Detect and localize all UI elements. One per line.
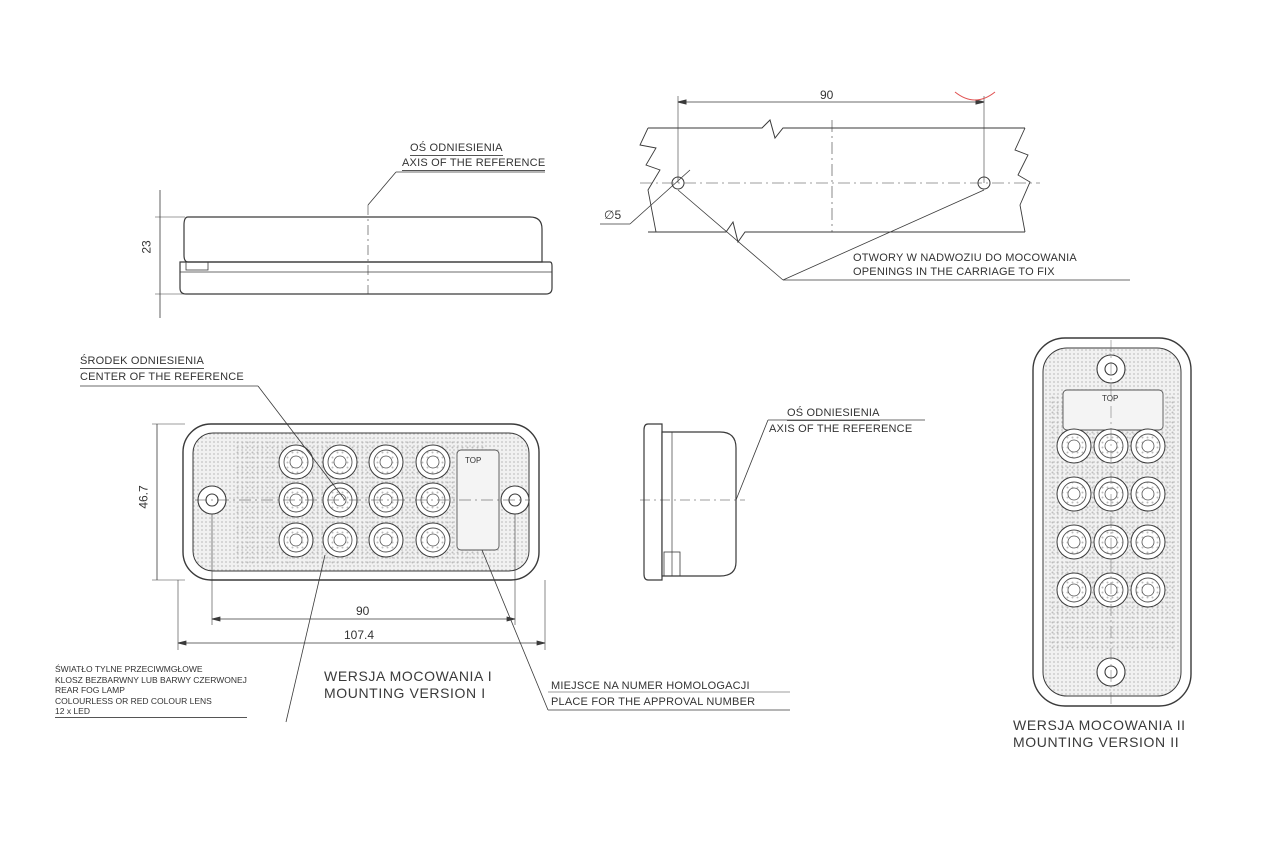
front-led-2-core: [333, 455, 347, 469]
vertical-led-10-core: [1067, 583, 1081, 597]
side-height-dim: 23: [139, 240, 154, 254]
front-view: TOP: [80, 385, 790, 723]
vertical-top-mark-text: TOP: [1102, 394, 1118, 403]
description-leader: [285, 554, 326, 723]
mounting-holes-label-en: OPENINGS IN THE CARRIAGE TO FIX: [853, 266, 1055, 278]
end-view: [640, 419, 925, 581]
end-axis-label-pl: OŚ ODNIESIENIA: [787, 407, 880, 421]
front-led-3-core: [379, 455, 393, 469]
front-led-11-core: [379, 533, 393, 547]
version-1-label-en: MOUNTING VERSION I: [324, 685, 486, 701]
carriage-panel-bottom: [648, 220, 1025, 244]
side-axis-label-pl: OŚ ODNIESIENIA: [410, 142, 503, 156]
side-view: [155, 171, 553, 318]
description-line-5: 12 x LED: [55, 706, 247, 718]
side-view-body: [183, 216, 543, 263]
diameter-leader: [629, 169, 691, 225]
front-led-4-core: [426, 455, 440, 469]
end-view-body: [643, 423, 663, 581]
description-line-2: KLOSZ BEZBARWNY LUB BARWY CZERWONEJ: [55, 674, 247, 685]
center-leader: [257, 385, 346, 501]
vertical-led-7-core: [1067, 535, 1081, 549]
vertical-led-4-core: [1067, 487, 1081, 501]
center-label-pl: ŚRODEK ODNIESIENIA: [80, 355, 205, 369]
side-view-base: [179, 261, 553, 295]
description-line-3: REAR FOG LAMP: [55, 685, 125, 695]
description-line-4: COLOURLESS OR RED COLOUR LENS: [55, 695, 212, 706]
front-led-12-core: [426, 533, 440, 547]
hole-diameter-dim: ∅5: [604, 208, 622, 222]
description-block: ŚWIATŁO TYLNE PRZECIWMGŁOWE KLOSZ BEZBAR…: [55, 664, 247, 718]
version-2-label-en: MOUNTING VERSION II: [1013, 734, 1180, 750]
front-led-array: [278, 444, 451, 558]
front-led-9-core: [289, 533, 303, 547]
vertical-led-6-core: [1141, 487, 1155, 501]
front-width-dim: 107.4: [344, 628, 375, 642]
version-1-label-pl: WERSJA MOCOWANIA I: [324, 668, 493, 684]
carriage-panel-top: [648, 119, 1025, 140]
front-hole-spacing-dim: 90: [356, 604, 370, 618]
end-axis-label-en: AXIS OF THE REFERENCE: [769, 423, 913, 435]
front-led-10-core: [333, 533, 347, 547]
version-2-label-pl: WERSJA MOCOWANIA II: [1013, 717, 1186, 733]
vertical-view: TOP: [1032, 337, 1192, 707]
hole-spacing-dim: 90: [820, 88, 834, 102]
homologation-label-pl: MIEJSCE NA NUMER HOMOLOGACJI: [551, 680, 750, 692]
mounting-holes-label-pl: OTWORY W NADWOZIU DO MOCOWANIA: [853, 252, 1077, 264]
red-arc-fragment: [954, 91, 996, 101]
side-axis-leader: [367, 171, 397, 206]
vertical-led-12-core: [1141, 583, 1155, 597]
homologation-label-en: PLACE FOR THE APPROVAL NUMBER: [551, 696, 756, 708]
homologation-leader: [481, 549, 549, 711]
front-height-dim: 46.7: [136, 485, 151, 509]
vertical-led-3-core: [1141, 439, 1155, 453]
vertical-led-9-core: [1141, 535, 1155, 549]
center-label-en: CENTER OF THE REFERENCE: [80, 371, 244, 383]
vertical-led-1-core: [1067, 439, 1081, 453]
front-led-1-core: [289, 455, 303, 469]
end-axis-leader: [735, 419, 769, 501]
front-top-mark-text: TOP: [465, 456, 481, 465]
side-axis-label-en: AXIS OF THE REFERENCE: [402, 157, 546, 171]
description-line-1: ŚWIATŁO TYLNE PRZECIWMGŁOWE: [55, 664, 203, 674]
mounting-holes-view: [600, 91, 1130, 281]
